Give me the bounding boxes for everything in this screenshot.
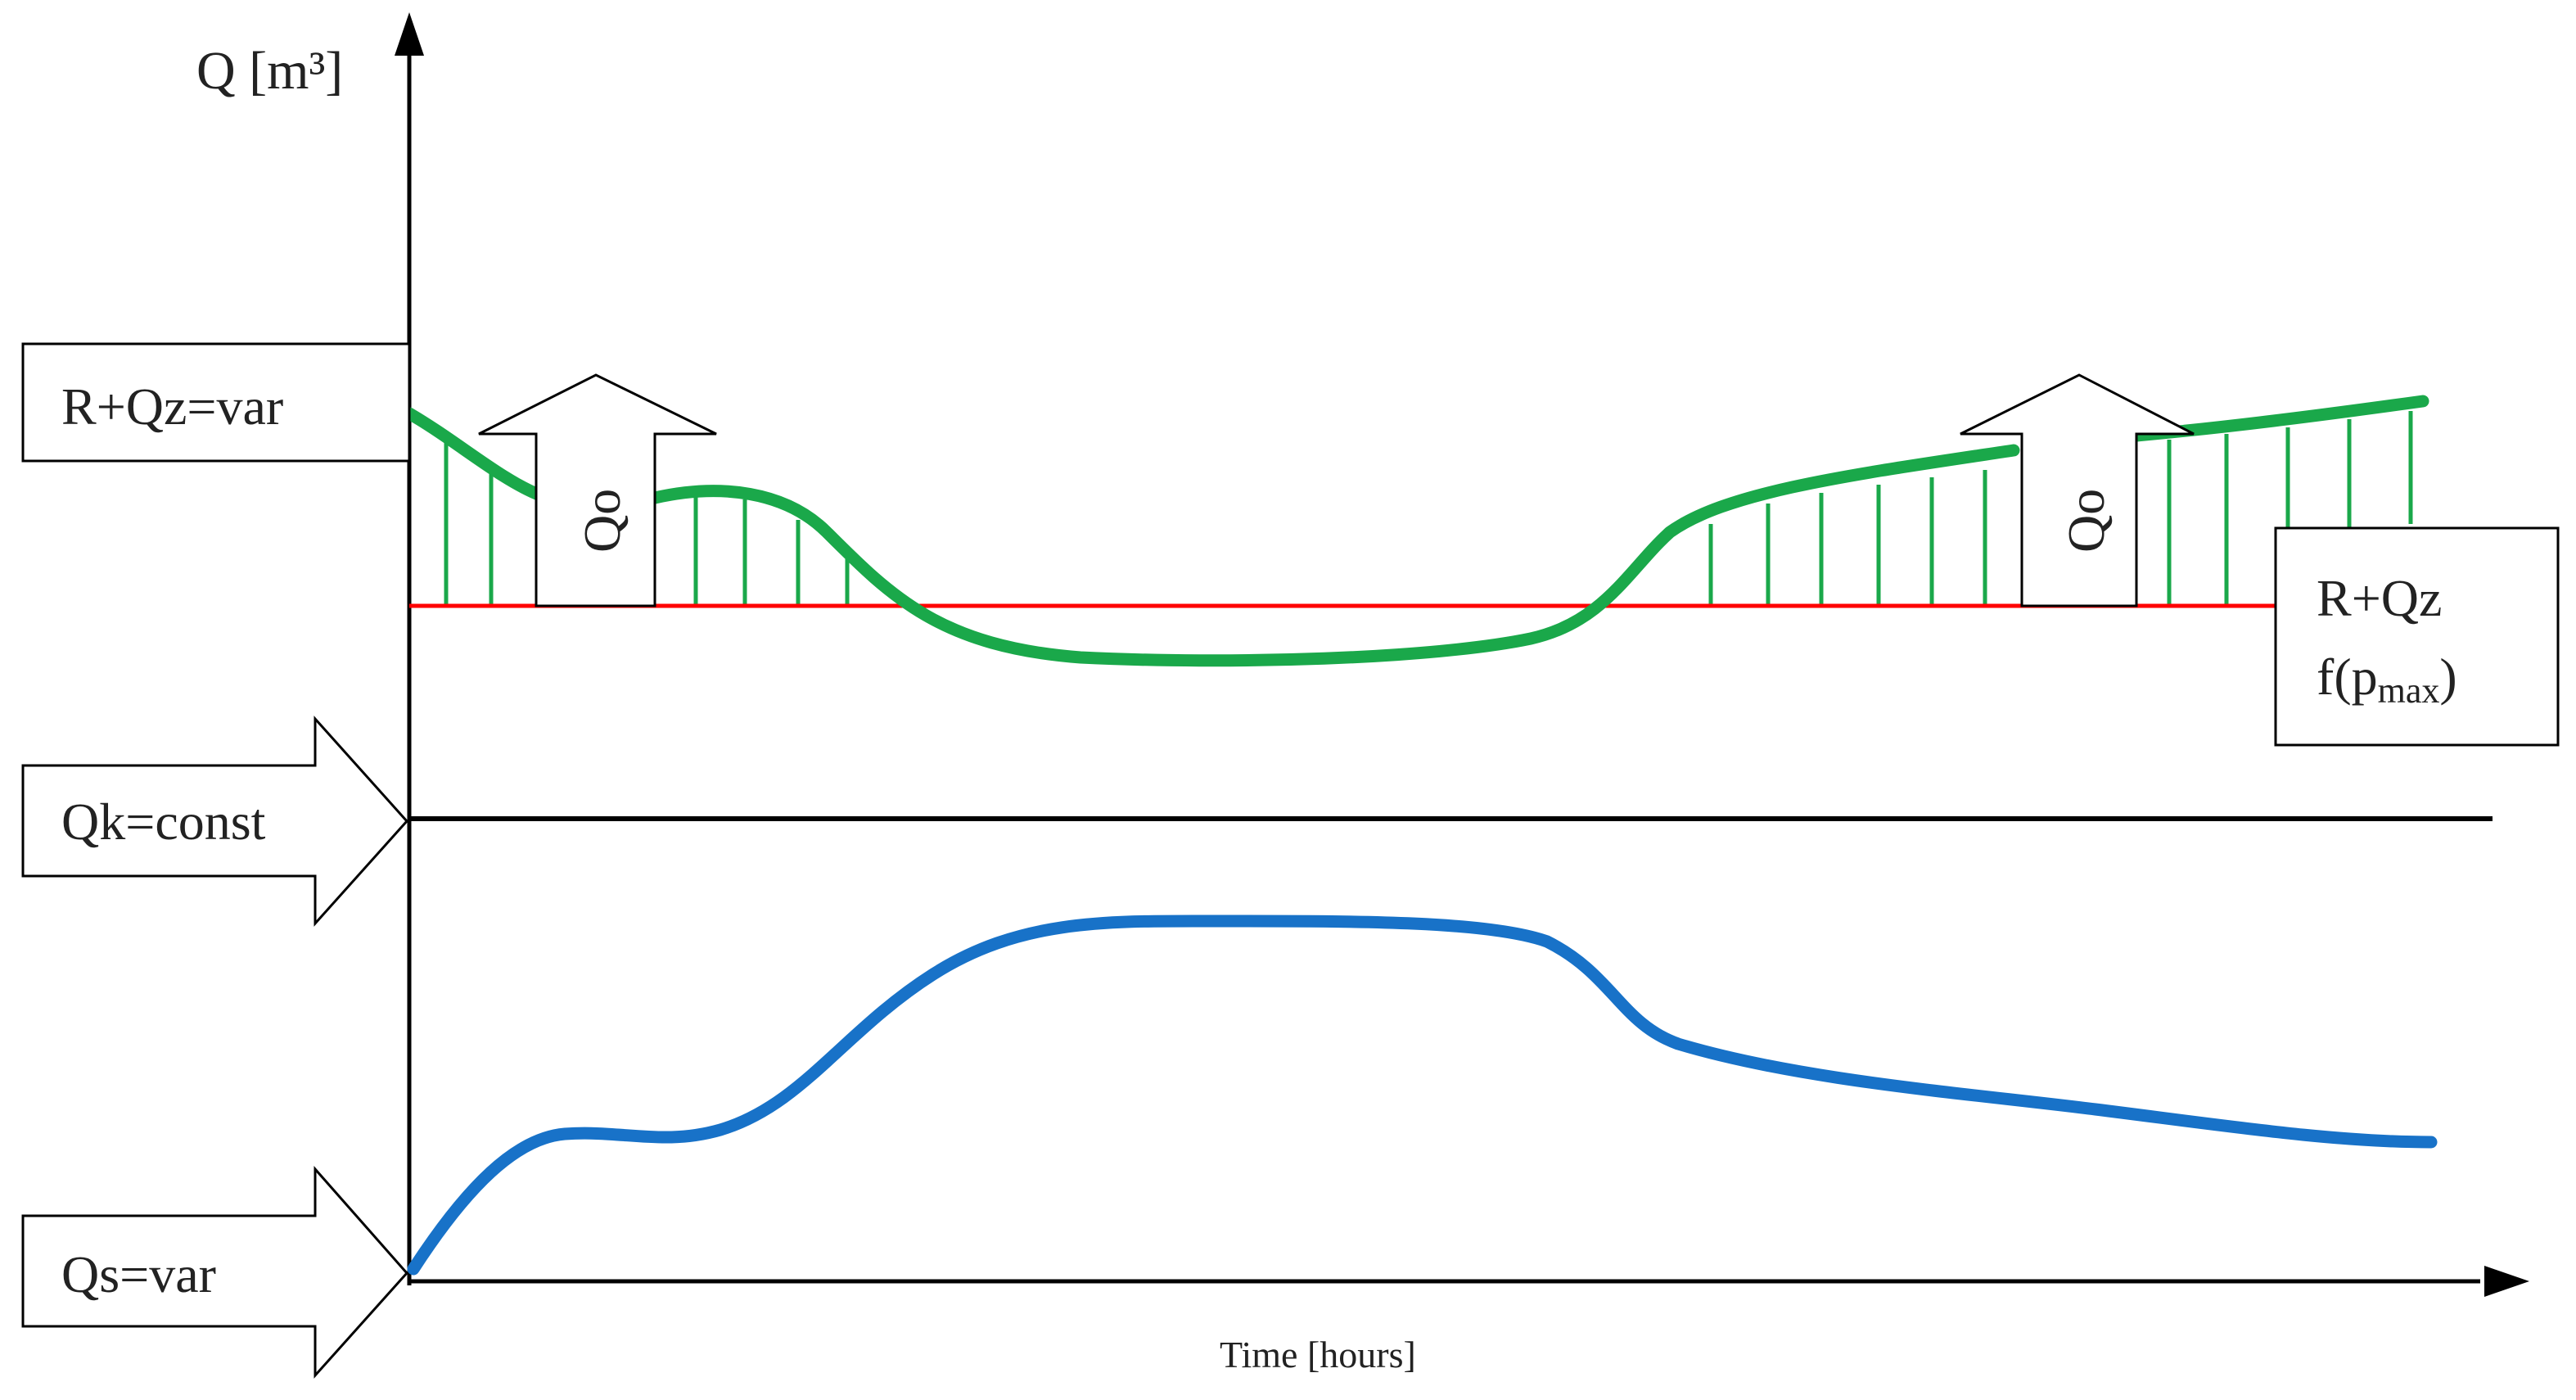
y-axis-label: Q [m³] [196, 41, 343, 101]
qs-var-arrow: Qs=var [21, 1166, 409, 1379]
r-qz-pmax-box: R+Qz f(pmax) [2274, 526, 2560, 747]
svg-text:Qk=const: Qk=const [61, 793, 266, 851]
svg-text:Qo: Qo [573, 489, 631, 553]
svg-text:Qs=var: Qs=var [61, 1245, 216, 1303]
x-axis-label: Time [hours] [1220, 1334, 1416, 1375]
y-axis-arrowhead [395, 12, 424, 56]
qk-const-arrow: Qk=const [21, 716, 409, 927]
qo-left-arrow: Qo [478, 373, 717, 607]
qo-right-arrow: Qo [1960, 373, 2195, 607]
svg-text:R+Qz: R+Qz [2317, 569, 2442, 627]
x-axis-arrowhead [2484, 1266, 2529, 1297]
surplus-hatching [444, 411, 2413, 606]
supply-curve [407, 915, 2438, 1276]
r-qz-var-box: R+Qz=var [21, 342, 411, 463]
svg-text:f(pmax): f(pmax) [2317, 648, 2457, 711]
svg-text:Qo: Qo [2057, 489, 2115, 553]
svg-text:R+Qz=var: R+Qz=var [61, 377, 283, 436]
